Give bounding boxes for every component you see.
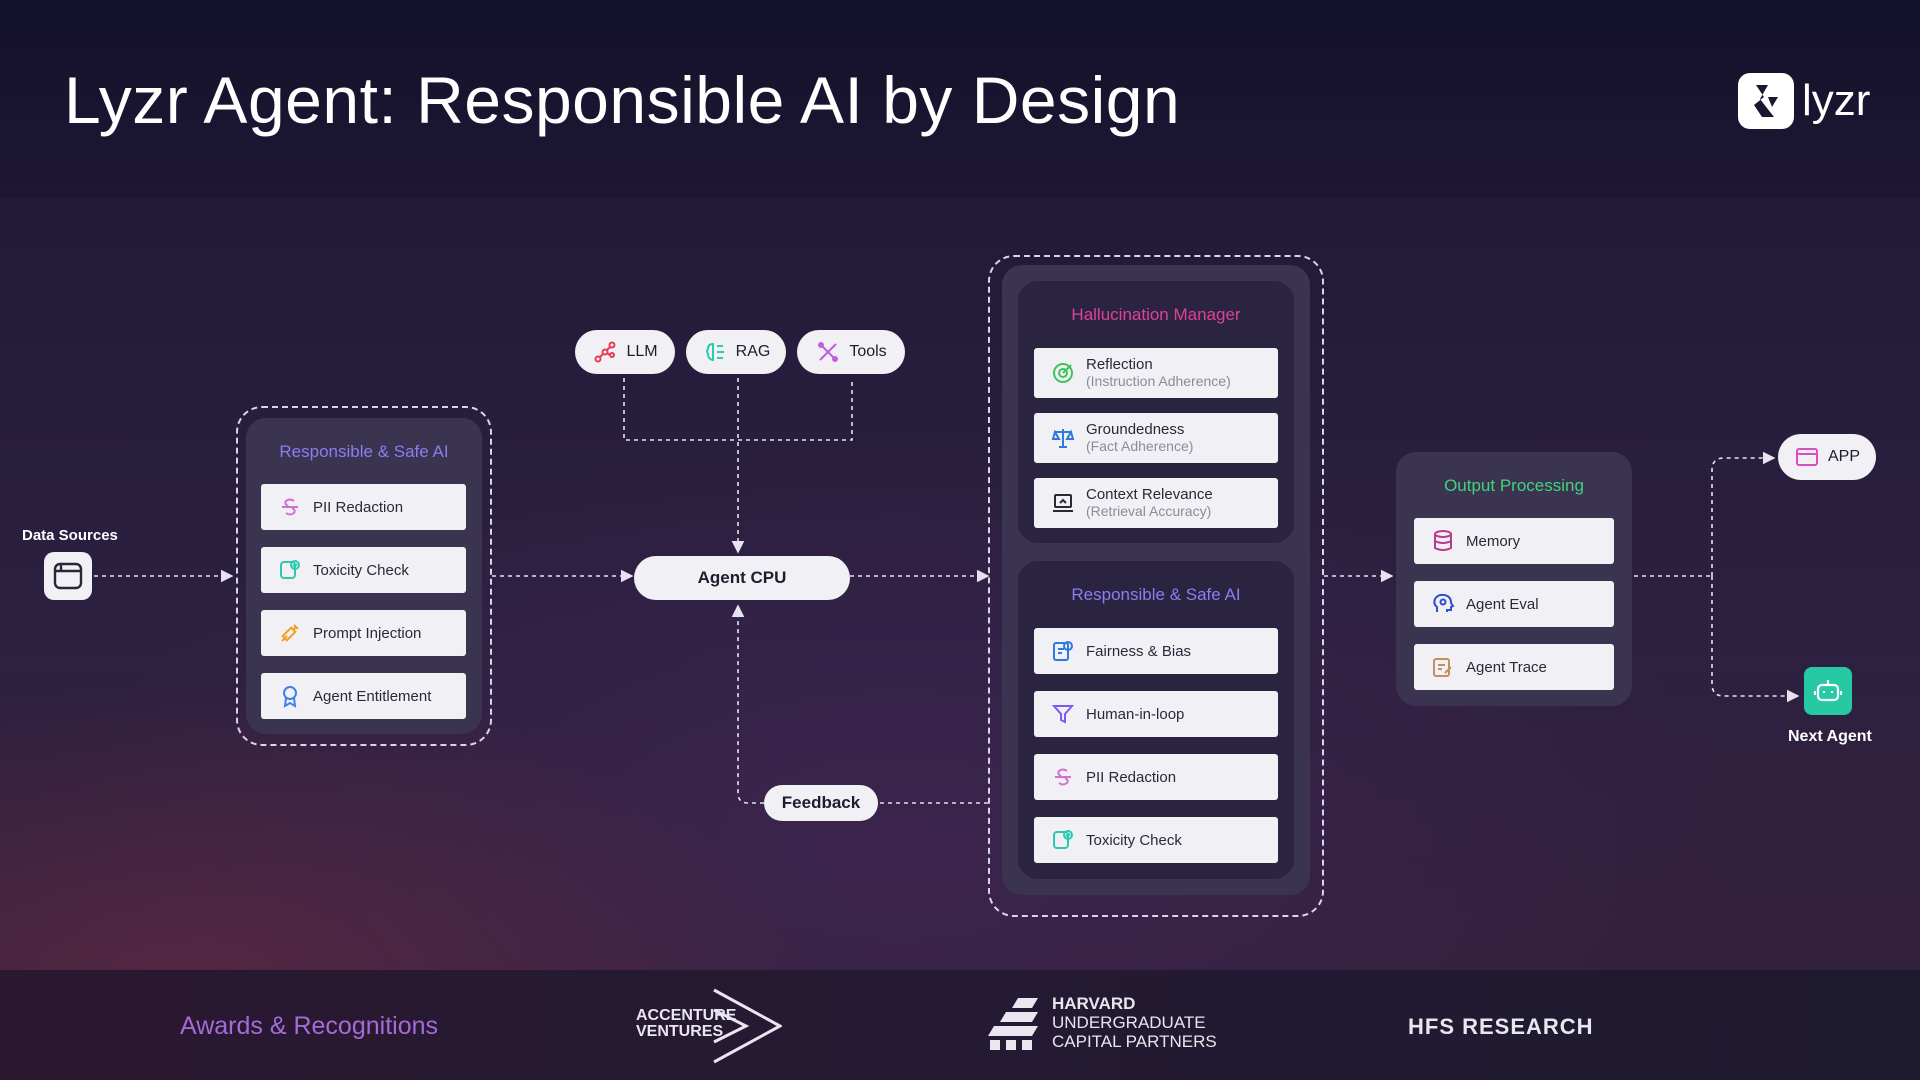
laptop-icon — [1050, 490, 1076, 516]
pill-label: Tools — [849, 343, 887, 360]
harvard-line3: CAPITAL PARTNERS — [1052, 1032, 1217, 1051]
left-safe-frame — [236, 406, 492, 746]
left-item-pii-redaction[interactable]: PII Redaction — [261, 484, 466, 530]
data-sources-label: Data Sources — [22, 527, 118, 544]
next-agent-node[interactable] — [1804, 667, 1852, 715]
page-title: Lyzr Agent: Responsible AI by Design — [64, 63, 1181, 137]
hm-item-reflection[interactable]: Reflection(Instruction Adherence) — [1034, 348, 1278, 398]
scale-icon — [1050, 425, 1076, 451]
header-band — [0, 0, 1920, 198]
hm-item-context-relevance[interactable]: Context Relevance(Retrieval Accuracy) — [1034, 478, 1278, 528]
accenture-line1: ACCENTURE — [636, 1007, 737, 1024]
accenture-line2: VENTURES — [636, 1023, 724, 1040]
brain-icon — [702, 339, 728, 365]
op-item-agent-eval[interactable]: Agent Eval — [1414, 581, 1614, 627]
browser-window-icon — [1794, 444, 1820, 470]
data-sources-node[interactable] — [44, 552, 92, 600]
left-safe-title: Responsible & Safe AI — [279, 442, 449, 461]
op-item-label: Memory — [1466, 532, 1521, 550]
accenture-ventures-logo: ACCENTURE VENTURES — [634, 988, 784, 1064]
tools-icon — [815, 339, 841, 365]
graph-icon — [592, 339, 618, 365]
window-icon — [53, 562, 83, 590]
hm-item-label: Reflection — [1086, 356, 1153, 373]
clipboard-edit-icon — [1430, 654, 1456, 680]
left-item-label: Prompt Injection — [313, 624, 422, 642]
robot-icon — [1813, 680, 1843, 702]
filter-icon — [1050, 701, 1076, 727]
footer-band — [0, 970, 1920, 1080]
shield-check-icon — [1050, 827, 1076, 853]
document-check-icon — [1050, 638, 1076, 664]
center-frame — [988, 255, 1324, 917]
lyzr-logo-mark — [1738, 73, 1794, 129]
hm-item-label: Context Relevance — [1086, 486, 1213, 503]
rs-item-fairness-bias[interactable]: Fairness & Bias — [1034, 628, 1278, 674]
strikethrough-icon — [277, 494, 303, 520]
target-icon — [1050, 360, 1076, 386]
hm-item-label: Groundedness — [1086, 421, 1185, 438]
agent-cpu-node[interactable]: Agent CPU — [634, 556, 850, 600]
pill-label: RAG — [735, 343, 771, 360]
hm-item-groundedness[interactable]: Groundedness(Fact Adherence) — [1034, 413, 1278, 463]
hm-item-sub: (Fact Adherence) — [1086, 438, 1194, 454]
syringe-icon — [277, 620, 303, 646]
harvard-line2: UNDERGRADUATE — [1052, 1013, 1206, 1032]
awards-heading: Awards & Recognitions — [180, 1012, 439, 1040]
right-safe-title: Responsible & Safe AI — [1071, 585, 1241, 604]
hallucination-title: Hallucination Manager — [1071, 305, 1241, 324]
lyzr-logo-text: lyzr — [1802, 76, 1871, 125]
head-gear-icon — [1430, 591, 1456, 617]
op-item-memory[interactable]: Memory — [1414, 518, 1614, 564]
database-icon — [1430, 528, 1456, 554]
rs-item-label: Human-in-loop — [1086, 705, 1185, 723]
next-agent-label: Next Agent — [1788, 728, 1872, 745]
app-node[interactable]: APP — [1778, 434, 1876, 480]
left-item-label: PII Redaction — [313, 498, 404, 516]
rs-item-label: Fairness & Bias — [1086, 642, 1192, 660]
pill-tools[interactable]: Tools — [797, 330, 905, 374]
lyzr-logo: lyzr — [1738, 72, 1870, 130]
app-label: APP — [1827, 448, 1860, 465]
left-item-agent-entitlement[interactable]: Agent Entitlement — [261, 673, 466, 719]
pill-rag[interactable]: RAG — [686, 330, 786, 374]
hm-item-sub: (Instruction Adherence) — [1086, 373, 1231, 389]
strikethrough-icon — [1050, 764, 1076, 790]
rs-item-pii-redaction[interactable]: PII Redaction — [1034, 754, 1278, 800]
rs-item-toxicity-check[interactable]: Toxicity Check — [1034, 817, 1278, 863]
harvard-ucp-logo: HARVARD UNDERGRADUATE CAPITAL PARTNERS — [988, 992, 1218, 1056]
left-item-label: Toxicity Check — [313, 561, 409, 579]
hfs-research-logo: HFS RESEARCH — [1408, 1014, 1594, 1039]
harvard-line1: HARVARD — [1052, 994, 1136, 1013]
output-processing-title: Output Processing — [1444, 476, 1584, 495]
op-item-agent-trace[interactable]: Agent Trace — [1414, 644, 1614, 690]
left-item-prompt-injection[interactable]: Prompt Injection — [261, 610, 466, 656]
pill-llm[interactable]: LLM — [575, 330, 675, 374]
left-item-label: Agent Entitlement — [313, 687, 432, 705]
feedback-node[interactable]: Feedback — [764, 785, 878, 821]
shield-check-icon — [277, 557, 303, 583]
rs-item-human-in-loop[interactable]: Human-in-loop — [1034, 691, 1278, 737]
pill-label: LLM — [626, 343, 658, 360]
rs-item-label: Toxicity Check — [1086, 831, 1182, 849]
rs-item-label: PII Redaction — [1086, 768, 1177, 786]
op-item-label: Agent Eval — [1466, 595, 1539, 613]
op-item-label: Agent Trace — [1466, 658, 1547, 676]
left-item-toxicity-check[interactable]: Toxicity Check — [261, 547, 466, 593]
hm-item-sub: (Retrieval Accuracy) — [1086, 503, 1212, 519]
badge-icon — [277, 683, 303, 709]
